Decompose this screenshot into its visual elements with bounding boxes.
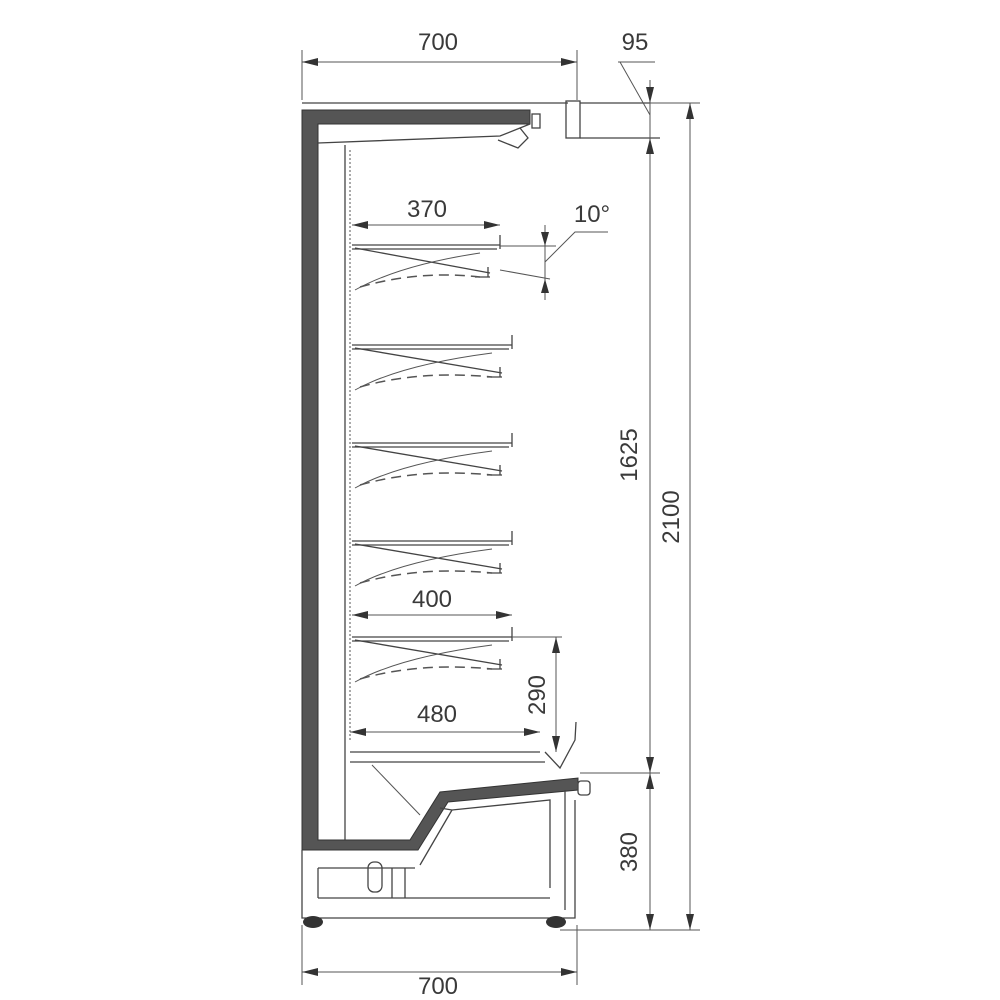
shelf (352, 531, 513, 587)
cabinet-body (301, 100, 660, 928)
dim-shelf-clearance: 290 (524, 675, 551, 715)
dim-display-height: 1625 (616, 428, 643, 481)
dim-bottom-width: 700 (418, 973, 458, 1000)
dim-total-height: 2100 (658, 490, 685, 543)
dim-base-deck-depth: 480 (417, 701, 457, 728)
dim-base-height: 380 (616, 832, 643, 872)
foot-right (546, 916, 566, 928)
shelves (352, 235, 513, 683)
dim-shelf-top-depth: 370 (407, 196, 447, 223)
shelf (352, 433, 513, 489)
shelf (352, 235, 501, 291)
dimension-lines (301, 50, 700, 985)
dim-shelf-depth: 400 (412, 586, 452, 613)
dim-top-width: 700 (418, 29, 458, 56)
foot-left (303, 916, 323, 928)
dim-shelf-angle: 10° (574, 201, 610, 228)
shelf (352, 627, 513, 683)
shelf (352, 335, 513, 391)
dim-canopy-depth: 95 (622, 29, 649, 56)
